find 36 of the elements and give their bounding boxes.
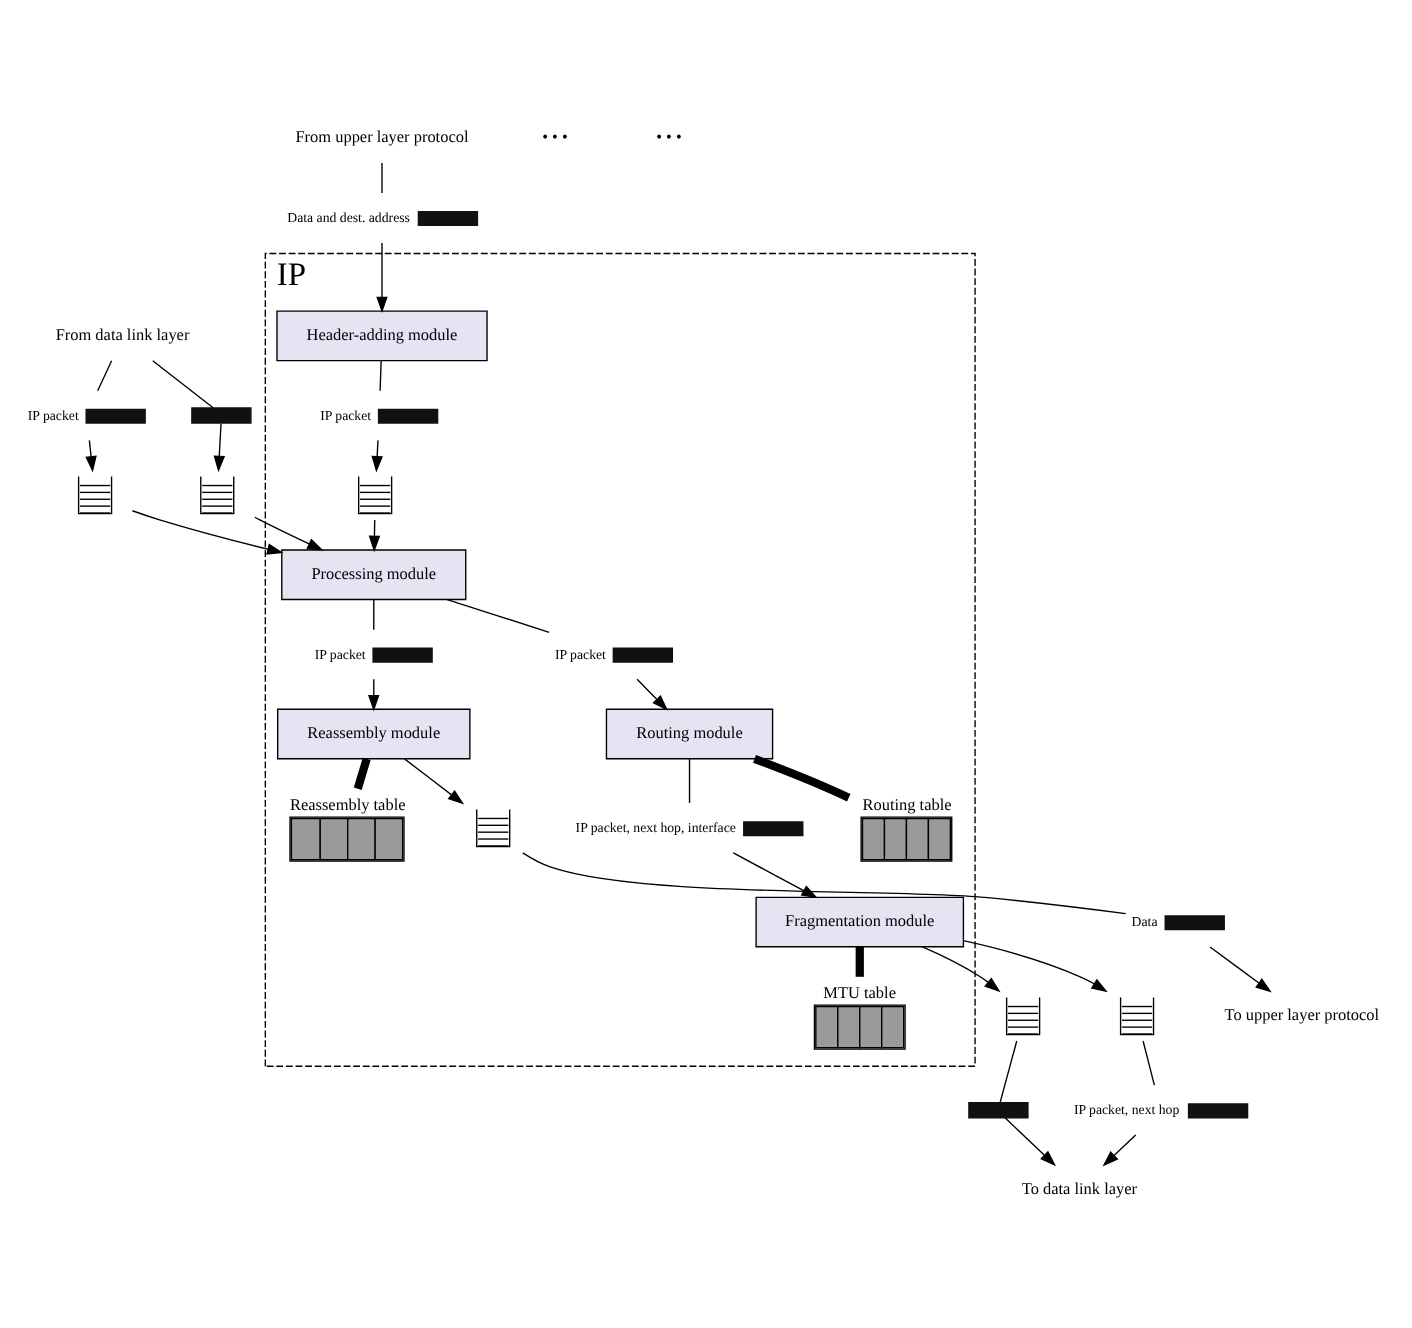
node-bar <box>377 408 439 424</box>
arrow <box>962 940 1108 993</box>
connector <box>373 598 375 631</box>
connector <box>1142 1040 1156 1086</box>
node-bar <box>417 210 479 227</box>
connector <box>855 947 864 977</box>
node-bar <box>85 408 146 424</box>
connector <box>152 360 214 409</box>
arrow <box>131 510 284 555</box>
connector <box>753 754 851 802</box>
connector <box>381 162 383 194</box>
node-bar <box>372 647 433 663</box>
connector <box>379 360 382 392</box>
arrow <box>403 758 465 805</box>
node-bar <box>612 647 674 663</box>
connector <box>97 360 113 392</box>
connector <box>522 852 1127 915</box>
connector <box>353 757 371 790</box>
node-bar <box>1187 1103 1249 1119</box>
node-bar <box>743 821 804 837</box>
connector <box>688 758 691 804</box>
arrow <box>85 439 97 473</box>
arrow <box>1209 946 1272 993</box>
arrow <box>1004 1117 1057 1167</box>
arrow <box>732 852 818 899</box>
arrow <box>376 242 388 314</box>
node-bar <box>1164 915 1225 931</box>
arrow <box>213 422 226 473</box>
arrow <box>921 946 1001 993</box>
arrow <box>636 678 669 711</box>
node-bar <box>191 407 252 424</box>
connector <box>446 598 550 633</box>
arrow <box>1102 1134 1137 1167</box>
arrow <box>254 516 324 551</box>
node-bar <box>968 1101 1029 1119</box>
connector <box>999 1040 1018 1104</box>
